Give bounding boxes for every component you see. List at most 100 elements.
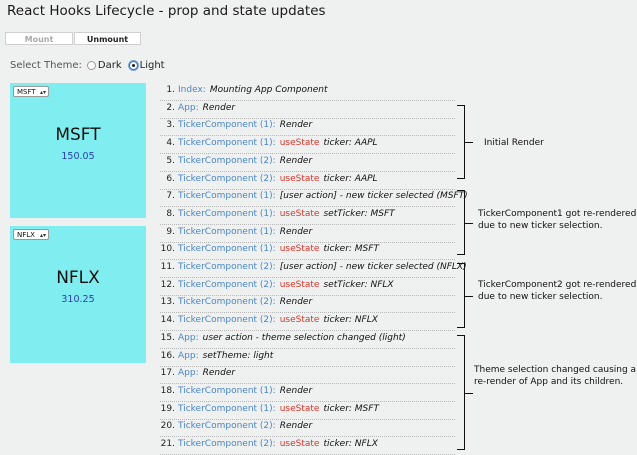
log-number: 3. bbox=[166, 120, 175, 131]
log-message: Render bbox=[279, 120, 313, 131]
log-number: 16. bbox=[160, 350, 175, 361]
log-message: Render bbox=[279, 421, 313, 432]
log-source: TickerComponent (1): bbox=[178, 403, 276, 414]
ticker-card-1: MSFT ▴▾ MSFT 150.05 bbox=[10, 83, 146, 218]
log-source: Index: bbox=[178, 85, 206, 95]
log-source: App: bbox=[178, 368, 199, 379]
log-hook: useState bbox=[279, 208, 320, 219]
log-source: TickerComponent (1): bbox=[178, 244, 276, 255]
bracket-theme bbox=[457, 335, 473, 450]
log-message: ticker: MSFT bbox=[323, 244, 379, 255]
log-hook: useState bbox=[279, 244, 320, 255]
log-number: 7. bbox=[166, 191, 175, 202]
log-source: TickerComponent (2): bbox=[178, 439, 276, 449]
log-source: TickerComponent (1): bbox=[178, 191, 276, 202]
log-source: TickerComponent (2): bbox=[178, 421, 276, 432]
log-message: Render bbox=[279, 226, 313, 237]
note-theme: Theme selection changed causing a re-ren… bbox=[474, 365, 637, 387]
theme-light-radio[interactable] bbox=[128, 61, 138, 70]
log-message: Render bbox=[279, 155, 313, 166]
log-message: Render bbox=[202, 102, 236, 113]
theme-label: Select Theme: bbox=[10, 60, 82, 71]
log-source: TickerComponent (1): bbox=[178, 208, 276, 219]
chevron-updown-icon: ▴▾ bbox=[39, 232, 46, 239]
log-number: 15. bbox=[160, 332, 175, 343]
theme-selector: Select Theme: Dark Light bbox=[10, 60, 171, 71]
log-number: 8. bbox=[166, 208, 175, 219]
log-number: 11. bbox=[160, 262, 175, 272]
log-row: 9.TickerComponent (1):Render bbox=[160, 225, 455, 243]
ticker-name-2: NFLX bbox=[56, 268, 100, 288]
log-row: 5.TickerComponent (2):Render bbox=[160, 154, 455, 172]
log-number: 19. bbox=[160, 403, 175, 414]
log-message: Mounting App Component bbox=[209, 85, 328, 95]
theme-light-label[interactable]: Light bbox=[139, 60, 165, 71]
theme-dark-radio[interactable] bbox=[86, 61, 96, 70]
log-message: ticker: MSFT bbox=[323, 403, 379, 414]
ticker-price-1: 150.05 bbox=[61, 151, 95, 162]
log-source: App: bbox=[178, 350, 199, 361]
log-source: TickerComponent (1): bbox=[178, 226, 276, 237]
log-message: [user action] - new ticker selected (NFL… bbox=[279, 262, 467, 272]
log-number: 9. bbox=[166, 226, 175, 237]
log-row: 3.TickerComponent (1):Render bbox=[160, 118, 455, 137]
log-row: 18.TickerComponent (1):Render bbox=[160, 384, 455, 402]
log-row: 17.App:Render bbox=[160, 366, 455, 385]
log-source: TickerComponent (1): bbox=[178, 385, 276, 396]
log-source: App: bbox=[178, 102, 199, 113]
log-message: Render bbox=[202, 368, 236, 379]
log-source: TickerComponent (2): bbox=[178, 297, 276, 308]
log-number: 20. bbox=[160, 421, 175, 432]
ticker-price-2: 310.25 bbox=[61, 294, 95, 305]
note-ticker2: TickerComponent2 got re-rendered due to … bbox=[478, 280, 637, 302]
bracket-ticker2 bbox=[457, 263, 473, 328]
log-source: TickerComponent (1): bbox=[178, 138, 276, 149]
log-row: 13.TickerComponent (2):Render bbox=[160, 295, 455, 314]
mount-button[interactable]: Mount bbox=[5, 32, 73, 45]
unmount-button[interactable]: Unmount bbox=[74, 32, 141, 45]
log-hook: useState bbox=[279, 138, 320, 149]
log-source: TickerComponent (2): bbox=[178, 262, 276, 272]
ticker-select-2[interactable]: NFLX ▴▾ bbox=[13, 229, 49, 240]
log-number: 6. bbox=[166, 173, 175, 184]
page-title: React Hooks Lifecycle - prop and state u… bbox=[7, 3, 326, 19]
ticker-select-2-value: NFLX bbox=[17, 231, 35, 239]
log-message: ticker: NFLX bbox=[323, 315, 378, 326]
log-number: 5. bbox=[166, 155, 175, 166]
log-source: App: bbox=[178, 332, 199, 343]
log-row: 16.App:setTheme: light bbox=[160, 349, 455, 367]
bracket-ticker1 bbox=[457, 190, 473, 255]
log-message: Render bbox=[279, 385, 313, 396]
log-source: TickerComponent (2): bbox=[178, 173, 276, 184]
ticker-select-1[interactable]: MSFT ▴▾ bbox=[13, 86, 49, 97]
log-message: user action - theme selection changed (l… bbox=[202, 332, 406, 343]
log-hook: useState bbox=[279, 315, 320, 326]
log-number: 12. bbox=[160, 279, 175, 290]
log-source: TickerComponent (2): bbox=[178, 315, 276, 326]
log-message: setTheme: light bbox=[202, 350, 274, 361]
log-hook: useState bbox=[279, 279, 320, 290]
log-message: ticker: AAPL bbox=[323, 173, 378, 184]
ticker-name-1: MSFT bbox=[55, 125, 101, 145]
log-number: 18. bbox=[160, 385, 175, 396]
chevron-updown-icon: ▴▾ bbox=[39, 89, 46, 96]
log-message: setTicker: MSFT bbox=[323, 208, 395, 219]
log-row: 20.TickerComponent (2):Render bbox=[160, 419, 455, 438]
log-source: TickerComponent (2): bbox=[178, 155, 276, 166]
note-initial-render: Initial Render bbox=[484, 138, 544, 148]
log-number: 14. bbox=[160, 315, 175, 326]
log-row: 7.TickerComponent (1):[user action] - ne… bbox=[160, 189, 468, 208]
log-number: 13. bbox=[160, 297, 175, 308]
log-row: 15.App:user action - theme selection cha… bbox=[160, 331, 455, 349]
theme-dark-label[interactable]: Dark bbox=[97, 60, 122, 71]
log-number: 1. bbox=[166, 85, 175, 95]
log-row: 2.App:Render bbox=[160, 101, 455, 119]
log-number: 17. bbox=[160, 368, 175, 379]
